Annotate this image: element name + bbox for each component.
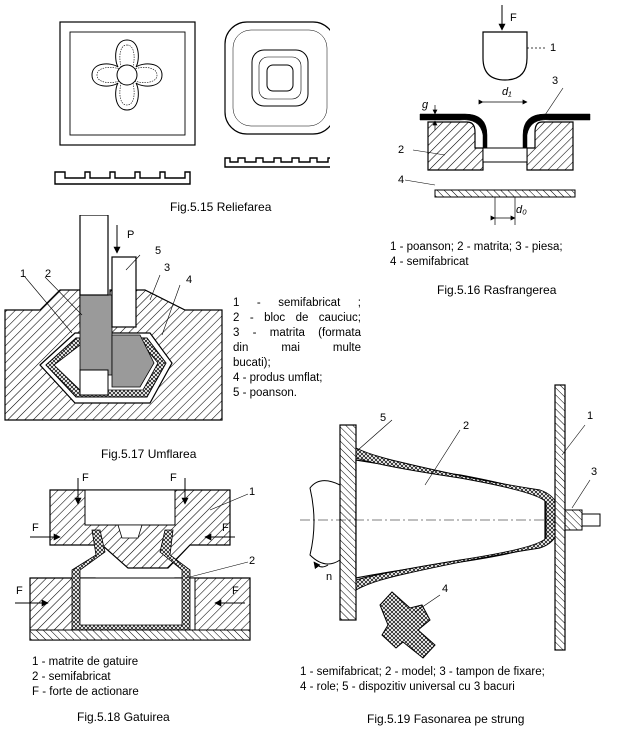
- fig517-label-2: 2: [45, 268, 52, 280]
- fig517-punch: [79, 215, 109, 296]
- fig518-label-1: 1: [249, 486, 256, 498]
- fig519-roller: [379, 591, 436, 659]
- fig519-label-1: 1: [587, 410, 594, 422]
- fig519-label-4: 4: [442, 583, 449, 595]
- fig519-drawing: [300, 384, 601, 659]
- fig517-force-label: P: [127, 229, 135, 241]
- fig515-center-hole: [116, 64, 138, 86]
- fig518-legend-line: 1 - matrite de gatuire: [32, 656, 139, 668]
- fig516-g-label: g: [422, 99, 429, 111]
- fig517-legend-line: 1 - semifabricat ;: [233, 297, 361, 309]
- fig518-blank: [71, 529, 191, 634]
- fig517-legend-line: 2 - bloc de cauciuc;: [233, 312, 361, 324]
- fig517-label-4: 4: [186, 274, 193, 286]
- fig518-drawing: [15, 478, 251, 641]
- fig518-legend-line: F - forte de actionare: [32, 686, 139, 698]
- fig516-label-3: 3: [552, 75, 559, 87]
- fig517-caption: Fig.5.17 Umflarea: [101, 447, 197, 461]
- fig517-drawing: [4, 215, 223, 421]
- fig519-rotation-label: n: [326, 571, 333, 583]
- fig516-punch: [482, 31, 528, 81]
- fig516-legend-line: 1 - poanson; 2 - matrita; 3 - piesa;: [390, 241, 563, 253]
- fig519-label-3: 3: [591, 466, 598, 478]
- fig517-legend-line: bucati);: [233, 357, 271, 369]
- fig516-force-label: F: [510, 12, 517, 24]
- fig519-model: [355, 459, 546, 579]
- fig519-legend-line: 4 - role; 5 - dispozitiv universal cu 3 …: [300, 681, 515, 693]
- fig517-label-3: 3: [164, 262, 171, 274]
- fig516-label-2: 2: [398, 144, 405, 156]
- fig516-caption: Fig.5.16 Rasfrangerea: [437, 283, 557, 297]
- fig518-label-2: 2: [249, 555, 256, 567]
- fig516-label-1: 1: [550, 42, 557, 54]
- fig518-force-label: F: [232, 585, 239, 597]
- fig518-force-label: F: [170, 472, 177, 484]
- fig519-spindle: [309, 480, 341, 565]
- fig518-force-label: F: [222, 522, 229, 534]
- fig518-caption: Fig.5.18 Gatuirea: [77, 710, 170, 724]
- fig516-legend-line: 4 - semifabricat: [390, 256, 469, 268]
- fig518-force-label: F: [16, 585, 23, 597]
- fig519-part: [355, 447, 559, 591]
- fig519-blank-plate: [554, 384, 566, 651]
- fig519-label-5: 5: [380, 412, 387, 424]
- fig516-blank: [434, 189, 576, 198]
- fig517-legend-line: 3 - matrita (formata: [233, 327, 361, 339]
- fig517-legend-line: 5 - poanson.: [233, 387, 297, 399]
- fig519-chuck: [339, 424, 357, 621]
- fig515-profile-right: [224, 157, 330, 168]
- fig519-legend-line: 1 - semifabricat; 2 - model; 3 - tampon …: [300, 666, 545, 678]
- fig518-force-label: F: [82, 472, 89, 484]
- fig519-label-2: 2: [463, 420, 470, 432]
- fig516-die-left: [427, 121, 484, 171]
- fig517-legend: 1 - semifabricat ; 2 - bloc de cauciuc; …: [233, 296, 361, 401]
- fig517-label-1: 1: [20, 268, 27, 280]
- fig516-d1-label: d₁: [502, 86, 512, 98]
- fig519-legend: 1 - semifabricat; 2 - model; 3 - tampon …: [300, 665, 545, 695]
- fig516-die-right: [526, 121, 574, 171]
- fig517-legend-line: 4 - produs umflat;: [233, 372, 323, 384]
- fig515-profile-left: [54, 171, 191, 185]
- fig517-label-5: 5: [155, 245, 162, 257]
- fig519-caption: Fig.5.19 Fasonarea pe strung: [367, 712, 525, 726]
- fig518-legend-line: 2 - semifabricat: [32, 671, 111, 683]
- fig516-drawing: [404, 5, 591, 225]
- fig516-label-4: 4: [398, 174, 405, 186]
- fig517-legend-line: din mai multe: [233, 342, 361, 354]
- fig518-force-label: F: [32, 522, 39, 534]
- fig515-drawing: [54, 21, 330, 185]
- fig517-rubber-block: [79, 294, 113, 376]
- fig518-legend: 1 - matrite de gatuire 2 - semifabricat …: [32, 655, 139, 700]
- fig515-caption: Fig.5.15 Reliefarea: [170, 200, 272, 214]
- fig516-legend: 1 - poanson; 2 - matrita; 3 - piesa; 4 -…: [390, 240, 563, 270]
- fig516-d0-label: d₀: [516, 204, 527, 216]
